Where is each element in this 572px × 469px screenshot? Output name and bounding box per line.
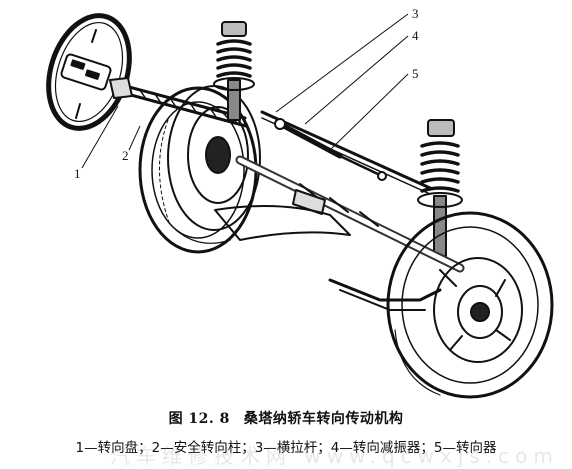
- left-wheel-drawing: [138, 85, 261, 254]
- steering-damper-drawing: [274, 118, 387, 181]
- figure-title: 桑塔纳轿车转向传动机构: [243, 411, 404, 427]
- leader-line-5: [329, 73, 409, 151]
- callout-1: 1: [74, 166, 81, 181]
- leader-line-1: [81, 105, 119, 169]
- figure-legend: 1—转向盘；2—安全转向柱；3—横拉杆；4—转向减振器；5—转向器: [75, 440, 497, 456]
- leader-line-4: [304, 35, 409, 125]
- callout-4: 4: [412, 28, 419, 43]
- steering-column-drawing: [109, 77, 248, 128]
- figure-number: 图 12. 8: [168, 411, 230, 427]
- leader-line-3: [275, 13, 409, 113]
- subframe-drawing: [214, 205, 442, 311]
- callout-2: 2: [122, 148, 129, 163]
- steering-gear-drawing: [235, 155, 465, 273]
- callout-numbers: 1 2 3 4 5: [74, 6, 419, 181]
- steering-wheel-drawing: [46, 13, 132, 131]
- figure-caption-title: 图 12. 8 桑塔纳轿车转向传动机构: [0, 408, 572, 428]
- leader-line-2: [128, 125, 141, 151]
- callout-3: 3: [412, 6, 419, 21]
- steering-linkage-illustration: 1 2 3 4 5: [46, 6, 554, 399]
- left-strut-drawing: [213, 21, 255, 121]
- right-wheel-drawing: [386, 211, 554, 399]
- right-strut-drawing: [417, 119, 463, 257]
- leader-lines: [81, 13, 409, 169]
- callout-5: 5: [412, 66, 419, 81]
